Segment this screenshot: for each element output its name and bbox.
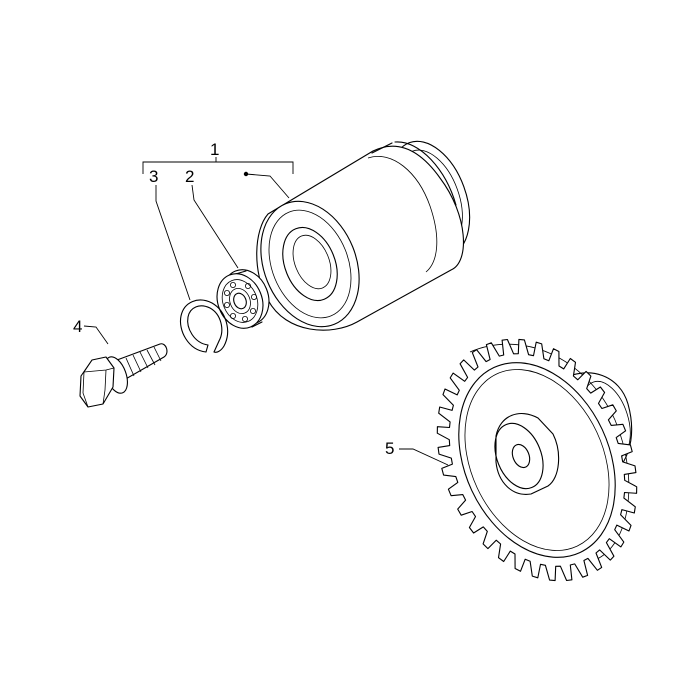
callout-group-5: 5 [385, 439, 449, 466]
callout-group-4: 4 [73, 317, 109, 345]
flange-bolt-part-4 [79, 343, 168, 408]
leader-5 [399, 448, 449, 466]
callout-group-3: 3 [149, 167, 191, 301]
leader-4 [83, 325, 109, 345]
gear-part-5 [436, 338, 638, 582]
leader-3 [155, 185, 191, 301]
callout-label-3: 3 [149, 167, 158, 186]
callout-label-4: 4 [73, 317, 82, 336]
callout-label-2: 2 [185, 167, 194, 186]
bracket-1 [142, 157, 294, 174]
ball-bearing-part-2 [216, 269, 270, 329]
callout-group-1: 1 [142, 140, 294, 199]
snap-ring-part-3 [179, 299, 229, 353]
leader-2 [191, 184, 239, 269]
callout-label-5: 5 [385, 439, 394, 458]
roller-drum-part-1 [256, 140, 471, 331]
callout-group-2: 2 [185, 167, 239, 269]
callout-label-1: 1 [210, 140, 219, 159]
leader-1 [245, 173, 290, 199]
